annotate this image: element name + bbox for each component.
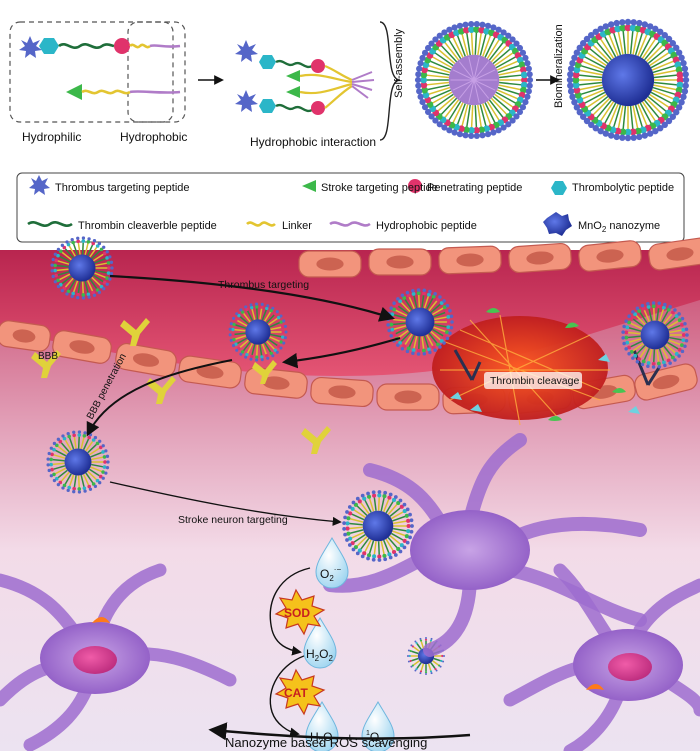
triangle-icon (66, 84, 82, 100)
nanoparticle-thrombus-left (386, 288, 454, 356)
superoxide-drop: O2·− (315, 536, 349, 589)
ros-scavenging-label: Nanozyme based ROS scavenging (225, 735, 427, 750)
circle-icon (408, 179, 422, 193)
hydrophilic-label: Hydrophilic (22, 130, 81, 144)
sod-arrow (269, 567, 311, 656)
receptor-icon (586, 684, 604, 690)
linker-chain (81, 89, 131, 95)
micelle-1 (414, 20, 534, 140)
thrombin-cleavage-label: Thrombin cleavage (490, 375, 579, 387)
nanoparticle-neuron (342, 490, 414, 562)
upper-endothelium (298, 237, 700, 278)
legend-label-penetrating: Penetrating peptide (427, 182, 522, 194)
cat-arrow (269, 653, 311, 738)
legend-box (16, 172, 685, 243)
cleavable-peptide-chain (275, 103, 313, 113)
wave-icon (246, 221, 276, 227)
legend-label-thrombus: Thrombus targeting peptide (55, 182, 190, 194)
sod-label: SOD (284, 606, 310, 620)
sod-burst: SOD (274, 588, 326, 636)
triangle-icon (302, 180, 316, 192)
star-icon (235, 90, 258, 112)
nucleus (608, 653, 652, 681)
thrombus (432, 308, 640, 426)
top-panel: Hydrophilic Hydrophobic Hydrophobic inte… (9, 18, 690, 149)
nucleus (73, 646, 117, 674)
biomineralization-label: Biomineralization (553, 24, 565, 108)
interaction-group (235, 40, 375, 115)
peptide-molecule-1 (19, 36, 181, 58)
cat-burst: CAT (274, 668, 326, 716)
legend-label-stroke: Stroke targeting peptide (321, 182, 438, 194)
star-icon (235, 40, 258, 62)
legend-label-hydrophobic: Hydrophobic peptide (376, 220, 477, 232)
hexagon-icon (259, 99, 276, 113)
circle-icon (311, 101, 325, 115)
star-icon (29, 175, 50, 195)
hydrophobic-label: Hydrophobic (120, 130, 187, 144)
linker-chain (129, 43, 151, 49)
hydrophilic-box (9, 21, 174, 123)
nanoparticle-thrombus-right (621, 301, 689, 369)
wave-icon (329, 221, 371, 227)
nanozyme-icon (543, 212, 572, 236)
receptor-icon (453, 349, 482, 381)
ros-scavenging-arrow (208, 722, 471, 741)
micelle-2 (566, 18, 690, 142)
return-arrow (281, 336, 401, 369)
hydrophobic-box (127, 21, 186, 123)
star-icon (19, 36, 42, 58)
triangle-icon (286, 70, 300, 82)
nanoparticle-upper-left (50, 236, 114, 300)
interaction-label: Hydrophobic interaction (250, 135, 376, 149)
bbb-receptors (31, 318, 331, 454)
bbb-penetration-arrow (86, 359, 233, 437)
thrombus-targeting-arrow (109, 274, 395, 322)
hexagon-icon (39, 38, 59, 54)
scene-panel: Thrombin cleavage Thrombus targeting BBB… (0, 236, 700, 756)
cat-label: CAT (284, 686, 308, 700)
hydrophobic-chain (129, 90, 181, 94)
thrombin-cleavage-tag (484, 372, 582, 389)
receptor-icon (92, 617, 110, 623)
stroke-targeting-label: Stroke neuron targeting (178, 514, 288, 526)
o2-label: 1O2 (366, 730, 384, 746)
peptide-molecule-2 (66, 84, 181, 100)
legend: Thrombus targeting peptide Stroke target… (16, 172, 685, 243)
bbb-label: BBB (38, 351, 58, 362)
legend-label-thrombolytic: Thrombolytic peptide (572, 182, 674, 194)
triangle-icon (286, 86, 300, 98)
circle-icon (114, 38, 130, 54)
nanoparticle-bbb (228, 302, 288, 362)
cleavable-peptide-chain (275, 59, 313, 69)
stroke-targeting-arrow (109, 481, 342, 526)
superoxide-label: O2·− (320, 565, 341, 583)
brace (379, 21, 401, 141)
hexagon-icon (259, 55, 276, 69)
nanoparticle-penetrated (46, 430, 110, 494)
self-assembly-label: Self-assembly (393, 28, 405, 98)
legend-label-mno2: MnO2 nanozyme (578, 220, 660, 234)
h2o2-drop: H2O2 (303, 616, 337, 669)
legend-label-cleavable: Thrombin cleaverble peptide (78, 220, 217, 232)
legend-label-linker: Linker (282, 220, 312, 232)
h2o2-label: H2O2 (306, 647, 333, 663)
hydrophobic-chain (149, 44, 181, 48)
cleavable-peptide-chain (58, 43, 115, 49)
neuron-right (503, 563, 700, 756)
thrombus-targeting-label: Thrombus targeting (218, 279, 309, 291)
neuron-left (0, 563, 237, 752)
wave-icon (27, 221, 73, 227)
circle-icon (311, 59, 325, 73)
hexagon-icon (551, 181, 567, 195)
